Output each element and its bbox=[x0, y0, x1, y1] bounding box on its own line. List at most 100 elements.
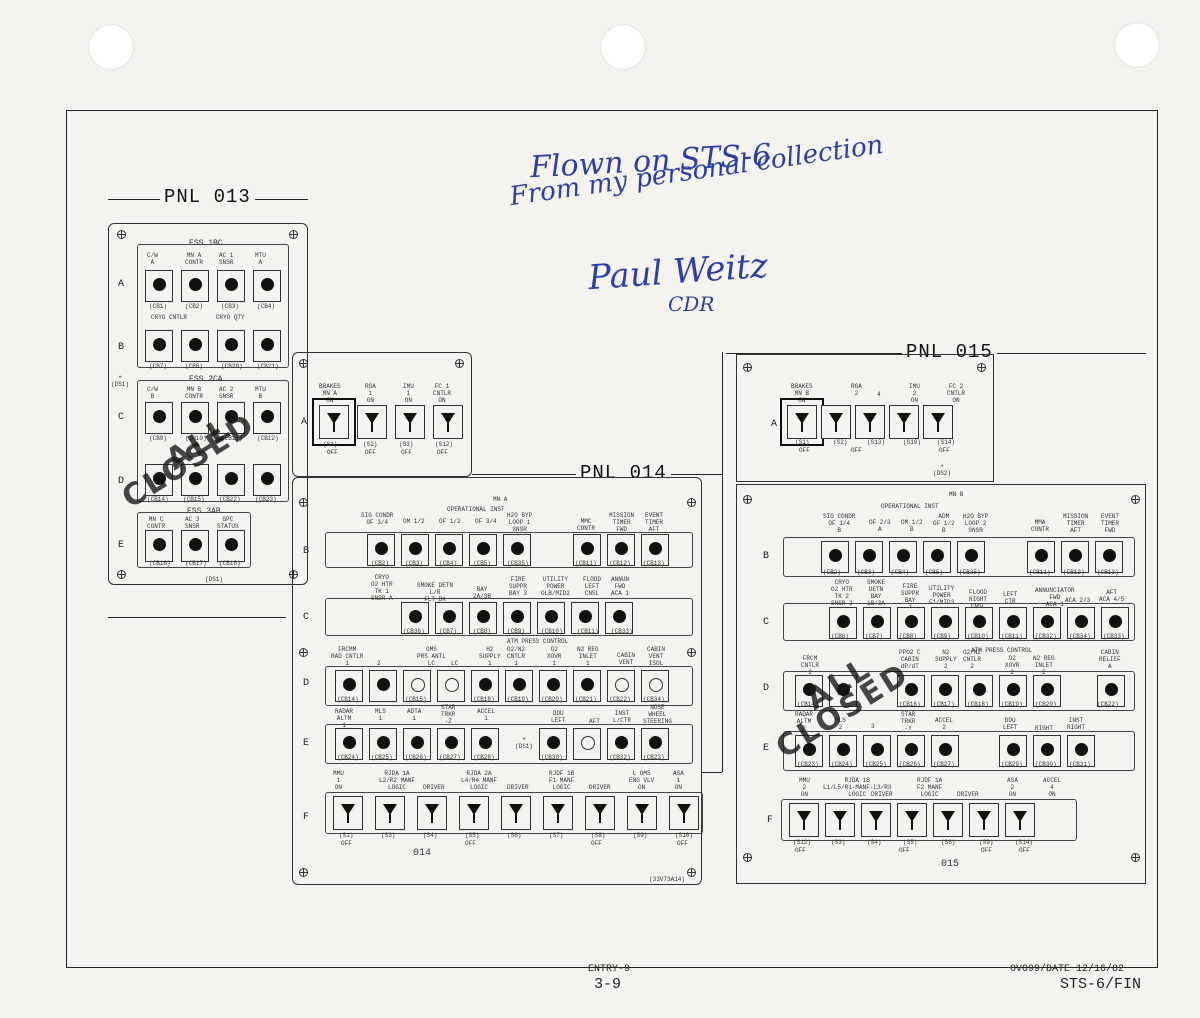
circuit-breaker[interactable] bbox=[999, 675, 1027, 707]
circuit-breaker[interactable] bbox=[1033, 675, 1061, 707]
circuit-breaker[interactable] bbox=[863, 735, 891, 767]
circuit-breaker[interactable] bbox=[897, 607, 925, 639]
circuit-breaker[interactable] bbox=[1067, 607, 1095, 639]
circuit-breaker[interactable] bbox=[401, 534, 429, 566]
circuit-breaker[interactable] bbox=[335, 728, 363, 760]
circuit-breaker[interactable] bbox=[217, 330, 245, 362]
circuit-breaker[interactable] bbox=[253, 270, 281, 302]
toggle-switch-brakes[interactable] bbox=[780, 398, 824, 446]
toggle-switch[interactable] bbox=[501, 796, 531, 830]
circuit-breaker[interactable] bbox=[335, 670, 363, 702]
circuit-breaker[interactable] bbox=[145, 330, 173, 362]
circuit-breaker-open[interactable] bbox=[437, 670, 465, 702]
circuit-breaker[interactable] bbox=[503, 602, 531, 634]
circuit-breaker[interactable] bbox=[435, 602, 463, 634]
circuit-breaker[interactable] bbox=[573, 670, 601, 702]
toggle-switch[interactable] bbox=[789, 803, 819, 837]
circuit-breaker[interactable] bbox=[999, 607, 1027, 639]
circuit-breaker[interactable] bbox=[181, 402, 209, 434]
circuit-breaker[interactable] bbox=[863, 607, 891, 639]
circuit-breaker[interactable] bbox=[145, 402, 173, 434]
circuit-breaker[interactable] bbox=[821, 541, 849, 573]
circuit-breaker[interactable] bbox=[571, 602, 599, 634]
circuit-breaker[interactable] bbox=[931, 607, 959, 639]
circuit-breaker[interactable] bbox=[503, 534, 531, 566]
circuit-breaker[interactable] bbox=[369, 728, 397, 760]
circuit-breaker-open[interactable] bbox=[607, 670, 635, 702]
circuit-breaker[interactable] bbox=[435, 534, 463, 566]
circuit-breaker[interactable] bbox=[931, 735, 959, 767]
circuit-breaker[interactable] bbox=[505, 670, 533, 702]
circuit-breaker[interactable] bbox=[607, 534, 635, 566]
circuit-breaker[interactable] bbox=[829, 675, 857, 707]
circuit-breaker[interactable] bbox=[795, 675, 823, 707]
circuit-breaker[interactable] bbox=[469, 602, 497, 634]
toggle-switch[interactable] bbox=[459, 796, 489, 830]
circuit-breaker[interactable] bbox=[795, 735, 823, 767]
circuit-breaker[interactable] bbox=[539, 670, 567, 702]
circuit-breaker-open[interactable] bbox=[573, 728, 601, 760]
circuit-breaker[interactable] bbox=[999, 735, 1027, 767]
circuit-breaker[interactable] bbox=[1033, 607, 1061, 639]
circuit-breaker[interactable] bbox=[1033, 735, 1061, 767]
toggle-switch[interactable] bbox=[357, 405, 387, 439]
circuit-breaker[interactable] bbox=[573, 534, 601, 566]
toggle-switch[interactable] bbox=[897, 803, 927, 837]
circuit-breaker[interactable] bbox=[253, 330, 281, 362]
circuit-breaker[interactable] bbox=[855, 541, 883, 573]
toggle-switch[interactable] bbox=[855, 405, 885, 439]
circuit-breaker[interactable] bbox=[829, 607, 857, 639]
circuit-breaker[interactable] bbox=[181, 270, 209, 302]
toggle-switch[interactable] bbox=[861, 803, 891, 837]
circuit-breaker[interactable] bbox=[437, 728, 465, 760]
circuit-breaker[interactable] bbox=[181, 530, 209, 562]
circuit-breaker[interactable] bbox=[641, 534, 669, 566]
circuit-breaker[interactable] bbox=[145, 270, 173, 302]
circuit-breaker[interactable] bbox=[889, 541, 917, 573]
circuit-breaker[interactable] bbox=[253, 402, 281, 434]
circuit-breaker[interactable] bbox=[965, 607, 993, 639]
toggle-switch[interactable] bbox=[821, 405, 851, 439]
circuit-breaker[interactable] bbox=[537, 602, 565, 634]
circuit-breaker[interactable] bbox=[829, 735, 857, 767]
circuit-breaker[interactable] bbox=[145, 530, 173, 562]
circuit-breaker[interactable] bbox=[469, 534, 497, 566]
circuit-breaker[interactable] bbox=[403, 728, 431, 760]
circuit-breaker[interactable] bbox=[931, 675, 959, 707]
circuit-breaker[interactable] bbox=[217, 402, 245, 434]
circuit-breaker[interactable] bbox=[1027, 541, 1055, 573]
circuit-breaker[interactable] bbox=[369, 670, 397, 702]
circuit-breaker[interactable] bbox=[471, 728, 499, 760]
toggle-switch[interactable] bbox=[375, 796, 405, 830]
circuit-breaker[interactable] bbox=[923, 541, 951, 573]
circuit-breaker[interactable] bbox=[1095, 541, 1123, 573]
circuit-breaker[interactable] bbox=[957, 541, 985, 573]
circuit-breaker[interactable] bbox=[217, 464, 245, 496]
circuit-breaker[interactable] bbox=[401, 602, 429, 634]
circuit-breaker[interactable] bbox=[605, 602, 633, 634]
circuit-breaker[interactable] bbox=[1061, 541, 1089, 573]
toggle-switch[interactable] bbox=[585, 796, 615, 830]
toggle-switch[interactable] bbox=[333, 796, 363, 830]
toggle-switch[interactable] bbox=[669, 796, 699, 830]
circuit-breaker[interactable] bbox=[965, 675, 993, 707]
circuit-breaker[interactable] bbox=[607, 728, 635, 760]
circuit-breaker[interactable] bbox=[217, 530, 245, 562]
toggle-switch[interactable] bbox=[417, 796, 447, 830]
toggle-switch[interactable] bbox=[543, 796, 573, 830]
circuit-breaker[interactable] bbox=[145, 464, 173, 496]
circuit-breaker[interactable] bbox=[897, 735, 925, 767]
circuit-breaker[interactable] bbox=[539, 728, 567, 760]
circuit-breaker[interactable] bbox=[1097, 675, 1125, 707]
circuit-breaker[interactable] bbox=[367, 534, 395, 566]
circuit-breaker[interactable] bbox=[217, 270, 245, 302]
circuit-breaker[interactable] bbox=[253, 464, 281, 496]
toggle-switch[interactable] bbox=[933, 803, 963, 837]
circuit-breaker[interactable] bbox=[1101, 607, 1129, 639]
toggle-switch[interactable] bbox=[627, 796, 657, 830]
toggle-switch[interactable] bbox=[889, 405, 919, 439]
circuit-breaker-open[interactable] bbox=[641, 670, 669, 702]
circuit-breaker[interactable] bbox=[641, 728, 669, 760]
toggle-switch[interactable] bbox=[433, 405, 463, 439]
circuit-breaker[interactable] bbox=[471, 670, 499, 702]
